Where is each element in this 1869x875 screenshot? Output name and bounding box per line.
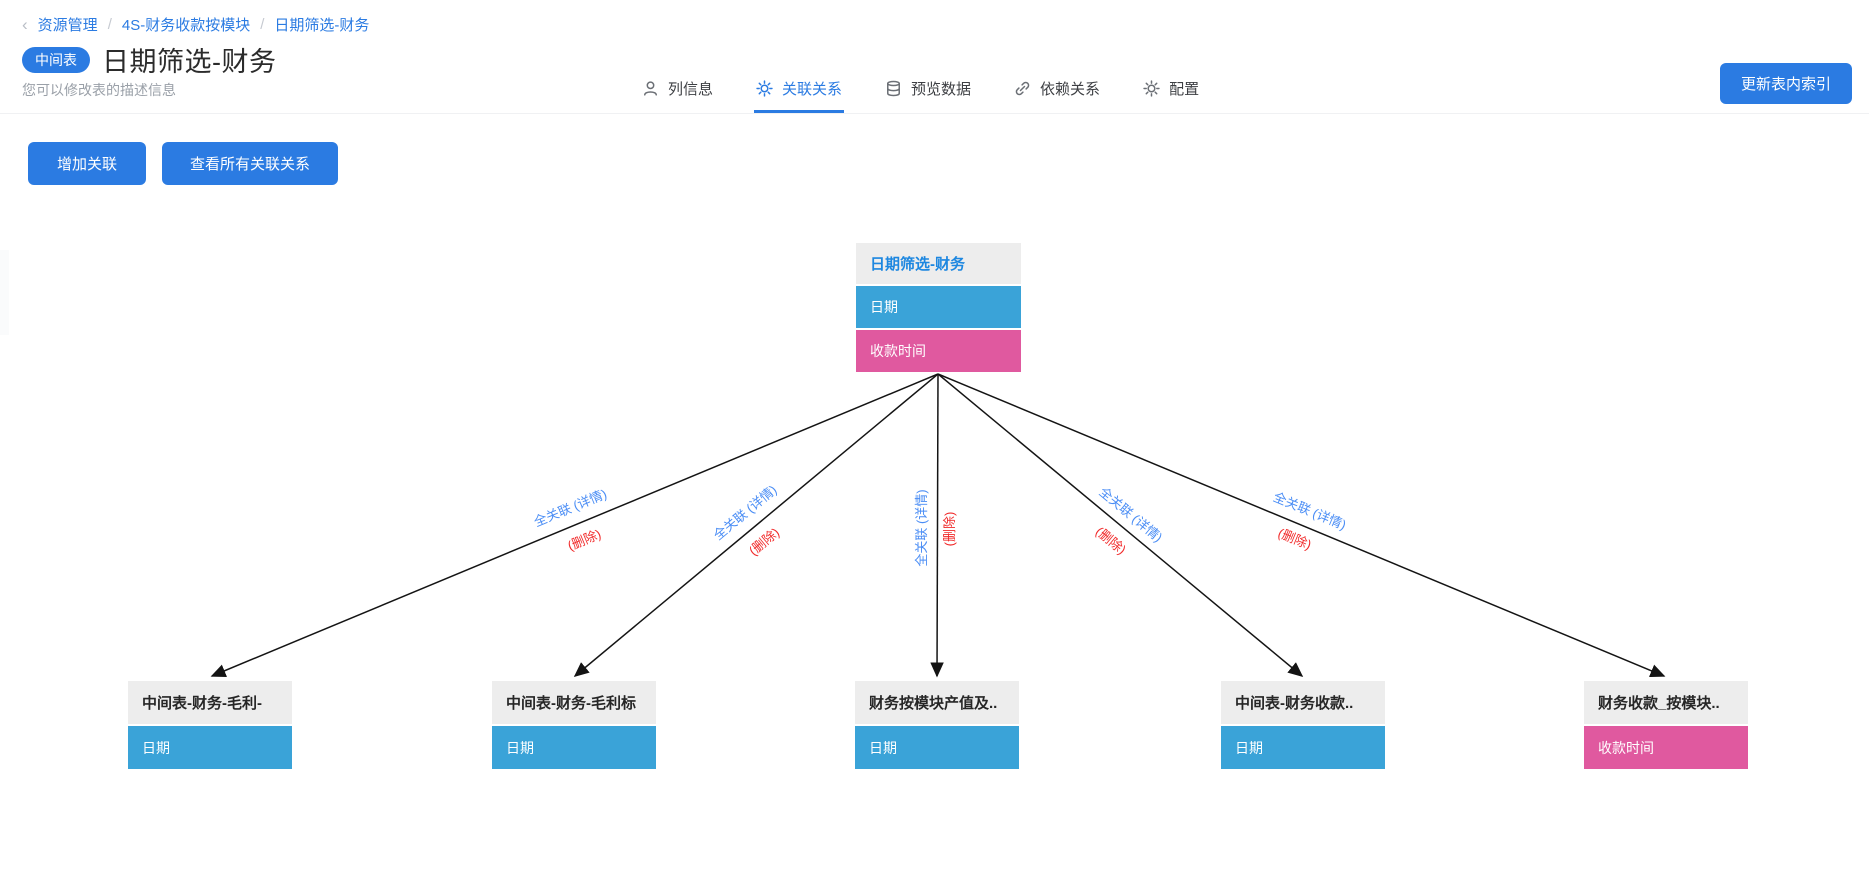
edge-label-delete[interactable]: (删除) <box>565 526 603 553</box>
child-table-node-2[interactable]: 中间表-财务-毛利标 日期 <box>492 681 656 769</box>
root-field-payment-time: 收款时间 <box>856 330 1021 372</box>
tab-settings[interactable]: 配置 <box>1141 55 1201 113</box>
child-table-node-3[interactable]: 财务按模块产值及.. 日期 <box>855 681 1019 769</box>
collapsed-sidebar-sliver <box>0 250 9 335</box>
breadcrumb-separator: / <box>107 16 112 33</box>
update-index-button[interactable]: 更新表内索引 <box>1720 63 1852 104</box>
database-icon <box>885 80 902 97</box>
tab-dependencies[interactable]: 依赖关系 <box>1012 55 1102 113</box>
edge-root-to-child-4: 全关联 (详情) (删除) <box>937 373 1304 677</box>
page-subtitle: 您可以修改表的描述信息 <box>22 82 176 98</box>
edge-root-to-child-2: 全关联 (详情) (删除) <box>573 373 939 677</box>
child-table-node-4[interactable]: 中间表-财务收款.. 日期 <box>1221 681 1385 769</box>
tab-label: 列信息 <box>668 81 714 98</box>
root-node-title: 日期筛选-财务 <box>856 243 1021 284</box>
edge-label-full-join[interactable]: 全关联 (详情) <box>914 489 929 566</box>
breadcrumb-item-current[interactable]: 日期筛选-财务 <box>274 17 370 34</box>
edge-label-full-join[interactable]: 全关联 (详情) <box>1271 489 1348 532</box>
link-icon <box>1014 80 1031 97</box>
child-node-field: 日期 <box>128 726 292 769</box>
edge-label-delete[interactable]: (删除) <box>942 512 957 547</box>
child-node-field: 收款时间 <box>1584 726 1748 769</box>
edge-label-full-join[interactable]: 全关联 (详情) <box>711 482 780 543</box>
root-table-node[interactable]: 日期筛选-财务 日期 收款时间 <box>856 243 1021 372</box>
tab-label: 依赖关系 <box>1040 81 1101 98</box>
root-field-date: 日期 <box>856 286 1021 328</box>
child-node-title: 财务按模块产值及.. <box>855 681 1019 724</box>
edge-root-to-child-5: 全关联 (详情) (删除) <box>937 373 1666 678</box>
user-icon <box>642 80 659 97</box>
breadcrumb-item-4s-module[interactable]: 4S-财务收款按模块 <box>121 17 251 34</box>
child-node-title: 中间表-财务-毛利- <box>128 681 292 724</box>
tab-relations[interactable]: 关联关系 <box>754 55 845 113</box>
tab-preview-data[interactable]: 预览数据 <box>883 55 973 113</box>
child-node-field: 日期 <box>492 726 656 769</box>
edge-label-delete[interactable]: (删除) <box>746 525 782 559</box>
child-node-field: 日期 <box>1221 726 1385 769</box>
child-node-title: 财务收款_按模块.. <box>1584 681 1748 724</box>
tab-label: 配置 <box>1169 81 1200 98</box>
edge-label-delete[interactable]: (删除) <box>1276 525 1314 552</box>
add-relation-button[interactable]: 增加关联 <box>28 142 146 185</box>
child-table-node-5[interactable]: 财务收款_按模块.. 收款时间 <box>1584 681 1748 769</box>
edge-root-to-child-3: 全关联 (详情) (删除) <box>914 373 957 678</box>
edge-label-full-join[interactable]: 全关联 (详情) <box>1096 484 1165 545</box>
table-type-badge: 中间表 <box>22 46 90 73</box>
tab-bar: 列信息 关联关系 预览数据 依赖关系 配置 <box>640 55 1240 114</box>
header-divider <box>0 113 1869 114</box>
child-node-title: 中间表-财务收款.. <box>1221 681 1385 724</box>
child-node-field: 日期 <box>855 726 1019 769</box>
view-all-relations-button[interactable]: 查看所有关联关系 <box>162 142 338 185</box>
back-chevron-icon[interactable]: ‹ <box>22 15 28 34</box>
edge-root-to-child-1: 全关联 (详情) (删除) <box>210 373 939 678</box>
tab-column-info[interactable]: 列信息 <box>640 55 715 113</box>
edge-label-delete[interactable]: (删除) <box>1093 524 1129 558</box>
breadcrumb: ‹ 资源管理 / 4S-财务收款按模块 / 日期筛选-财务 <box>22 14 369 35</box>
tab-label: 关联关系 <box>782 81 843 98</box>
tab-label: 预览数据 <box>911 81 972 98</box>
child-table-node-1[interactable]: 中间表-财务-毛利- 日期 <box>128 681 292 769</box>
page-title: 日期筛选-财务 <box>102 47 277 77</box>
breadcrumb-separator: / <box>260 16 265 33</box>
gear-icon <box>1143 80 1160 97</box>
child-node-title: 中间表-财务-毛利标 <box>492 681 656 724</box>
breadcrumb-item-resource-management[interactable]: 资源管理 <box>37 17 98 34</box>
gear-icon <box>756 80 773 97</box>
title-row: 中间表 日期筛选-财务 <box>22 40 277 79</box>
edge-label-full-join[interactable]: 全关联 (详情) <box>532 486 609 529</box>
